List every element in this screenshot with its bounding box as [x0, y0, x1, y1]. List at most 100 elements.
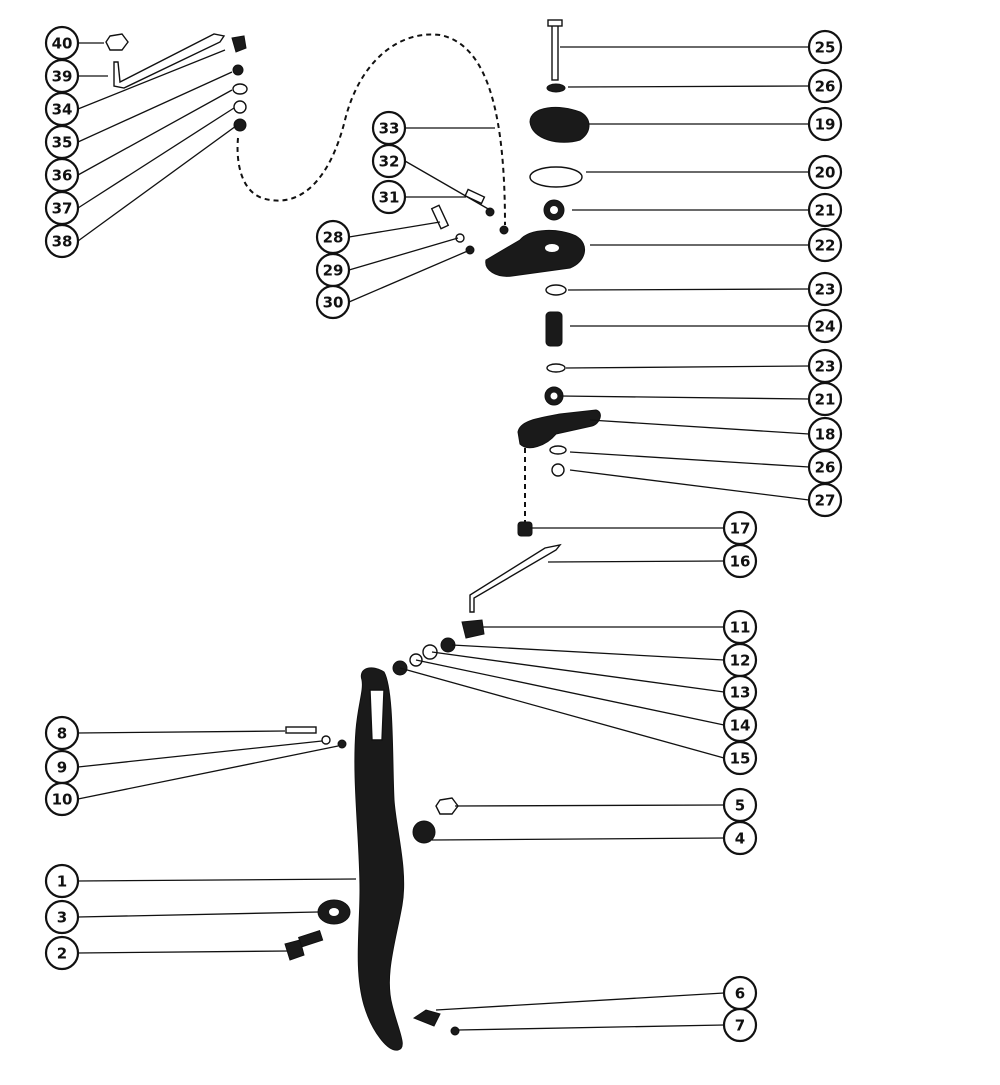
washer-hole-3 — [329, 908, 339, 916]
spring-part-20 — [529, 166, 583, 188]
callout-circle — [371, 179, 407, 215]
callout-11: 11 — [722, 609, 758, 645]
callout-circle — [807, 482, 843, 518]
callout-number: 21 — [815, 391, 836, 409]
callout-25: 25 — [807, 29, 843, 65]
callout-8: 8 — [44, 715, 80, 751]
plate-part-22 — [485, 230, 585, 277]
callout-9: 9 — [44, 749, 80, 785]
nut-part-7 — [450, 1026, 460, 1036]
callout-circle — [807, 106, 843, 142]
bushing-part-17 — [517, 521, 533, 537]
leader-line-28 — [348, 221, 441, 238]
callout-circle — [722, 787, 758, 823]
callout-number: 22 — [815, 237, 836, 255]
callout-21: 21 — [807, 381, 843, 417]
leader-line-23 — [567, 288, 810, 291]
callout-34: 34 — [44, 91, 80, 127]
callout-23: 23 — [807, 348, 843, 384]
callout-number: 13 — [730, 684, 751, 702]
leader-line-8 — [77, 730, 286, 734]
callout-circle — [371, 110, 407, 146]
leader-line-30 — [348, 249, 471, 303]
leader-line-34 — [77, 49, 226, 110]
callout-number: 9 — [57, 759, 67, 777]
callout-number: 17 — [730, 520, 751, 538]
long-screw-part-25 — [551, 23, 559, 81]
leader-line-37 — [77, 107, 235, 209]
callout-number: 10 — [52, 791, 73, 809]
callout-10: 10 — [44, 781, 80, 817]
callout-number: 6 — [735, 985, 745, 1003]
callout-number: 27 — [815, 492, 836, 510]
callout-17: 17 — [722, 510, 758, 546]
callout-number: 19 — [815, 116, 836, 134]
callout-6: 6 — [722, 975, 758, 1011]
callout-number: 31 — [379, 189, 400, 207]
callout-number: 5 — [735, 797, 745, 815]
dashed-cable-path — [236, 33, 506, 226]
nut-part-5 — [435, 797, 459, 815]
callout-18: 18 — [807, 416, 843, 452]
leader-line-21 — [559, 395, 810, 400]
callout-number: 29 — [323, 262, 344, 280]
callout-circle — [44, 223, 80, 259]
callout-7: 7 — [722, 1007, 758, 1043]
callout-number: 23 — [815, 358, 836, 376]
callout-number: 26 — [815, 459, 836, 477]
leader-line-29 — [348, 237, 459, 271]
callout-number: 12 — [730, 652, 751, 670]
callout-35: 35 — [44, 124, 80, 160]
callout-14: 14 — [722, 707, 758, 743]
long-screw-head-25 — [547, 19, 563, 27]
callout-27: 27 — [807, 482, 843, 518]
callout-circle — [807, 68, 843, 104]
tiller-handle-part — [354, 667, 405, 1051]
washer-part-36 — [232, 83, 248, 95]
callout-19: 19 — [807, 106, 843, 142]
bushing-hole-21-upper — [550, 206, 558, 214]
callout-circle — [722, 1007, 758, 1043]
callout-22: 22 — [807, 227, 843, 263]
callout-21: 21 — [807, 192, 843, 228]
knob-part-4 — [412, 820, 436, 844]
callout-13: 13 — [722, 674, 758, 710]
callout-4: 4 — [722, 820, 758, 856]
callout-number: 36 — [52, 167, 73, 185]
nut-part-40 — [105, 33, 129, 51]
washer-part-37 — [233, 100, 247, 114]
leader-line-10 — [77, 745, 339, 800]
bolt-part-28 — [430, 204, 450, 230]
callout-group: 1234567891011121314151617181920212122232… — [44, 25, 843, 1043]
link-rod-part-16 — [469, 543, 562, 613]
callout-circle — [807, 271, 843, 307]
leader-line-26 — [569, 451, 810, 468]
cover-part-19 — [529, 106, 590, 143]
callout-number: 33 — [379, 120, 400, 138]
callout-5: 5 — [722, 787, 758, 823]
callout-31: 31 — [371, 179, 407, 215]
rod-part-39 — [113, 33, 226, 89]
leader-line-16 — [547, 560, 725, 563]
callout-number: 3 — [57, 909, 67, 927]
callout-26: 26 — [807, 68, 843, 104]
callout-1: 1 — [44, 863, 80, 899]
callout-37: 37 — [44, 190, 80, 226]
callout-15: 15 — [722, 740, 758, 776]
nut-part-27 — [551, 463, 565, 477]
leader-line-7 — [457, 1024, 725, 1031]
screw-part-6 — [412, 1009, 441, 1027]
callout-circle — [807, 308, 843, 344]
washer-part-26-lower — [549, 445, 567, 455]
callout-number: 2 — [57, 945, 67, 963]
callout-number: 4 — [735, 830, 745, 848]
callout-circle — [44, 899, 80, 935]
callout-number: 1 — [57, 873, 67, 891]
callout-40: 40 — [44, 25, 80, 61]
callout-number: 16 — [730, 553, 751, 571]
callout-39: 39 — [44, 58, 80, 94]
callout-circle — [807, 227, 843, 263]
callout-circle — [807, 192, 843, 228]
